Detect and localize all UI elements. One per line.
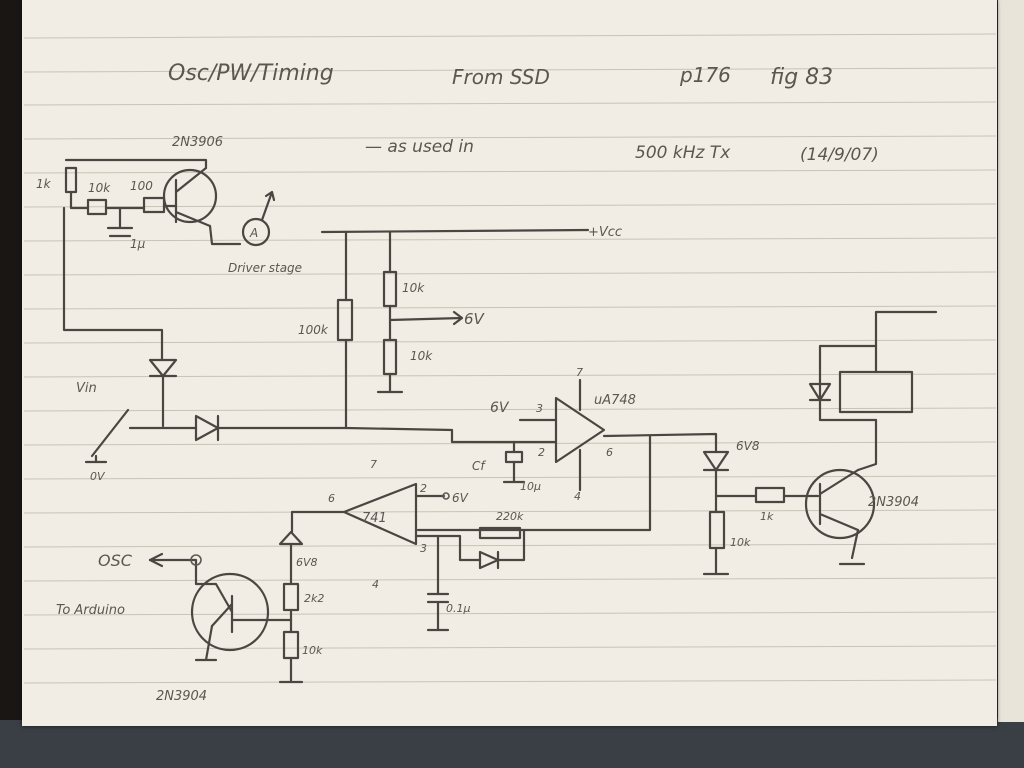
- label-6v-b: 6V: [452, 491, 469, 505]
- label-741-pin2: 2: [420, 482, 427, 495]
- cap-cf: [504, 450, 524, 464]
- desk-surface: [0, 718, 1024, 768]
- next-page-edge: [998, 0, 1024, 722]
- header-subtitle: — as used in: [365, 137, 474, 157]
- transistor-2n3904-bottom: [190, 572, 270, 652]
- label-10k-div-top: 10k: [402, 281, 425, 295]
- label-10u-b: 10µ: [520, 480, 541, 493]
- notebook-cover: [0, 0, 24, 720]
- input-section: Vin 0V: [76, 358, 558, 483]
- label-2n3904-bottom: 2N3904: [156, 689, 207, 704]
- header-title-left: Osc/PW/Timing: [168, 61, 334, 86]
- ammeter: [241, 217, 271, 247]
- label-10k-div-bot: 10k: [410, 349, 433, 363]
- header-title-source: From SSD: [452, 65, 550, 89]
- resistor-2k2: [282, 582, 300, 612]
- label-10k-c: 10k: [302, 644, 323, 657]
- label-1k-b: 1k: [760, 510, 774, 523]
- label-1u-a: 1µ: [130, 237, 146, 251]
- resistor-10k-div-top: [382, 270, 398, 308]
- notebook-page: [22, 0, 997, 726]
- relay-coil: [838, 370, 914, 414]
- label-6v-div: 6V: [464, 310, 486, 328]
- label-741-pin6: 6: [328, 492, 335, 505]
- resistor-1k-b: [754, 486, 786, 504]
- resistor-10k-div-bot: [382, 338, 398, 376]
- label-100: 100: [130, 179, 153, 193]
- label-pin3: 3: [536, 402, 543, 415]
- label-0u1: 0.1µ: [446, 602, 471, 615]
- opamp-741: 741 6 2 7 3 4 6V 220k 0.1µ 6V8 2k2 10k: [260, 458, 526, 684]
- supply-divider: +Vcc 100k 6V 10k 10k: [298, 225, 622, 430]
- label-741-pin3: 3: [420, 542, 427, 555]
- label-10k-d: 10k: [730, 536, 751, 549]
- label-2n3904-right: 2N3904: [868, 495, 919, 510]
- label-pin6: 6: [606, 446, 613, 459]
- label-10k-a: 10k: [88, 181, 111, 195]
- label-pin7: 7: [576, 366, 583, 379]
- label-cf: Cf: [472, 459, 486, 473]
- header-title-fig: fig 83: [770, 65, 833, 90]
- label-ua748: uA748: [594, 393, 636, 408]
- ruled-lines: [23, 33, 997, 684]
- transistor-2n3904-right: [804, 468, 876, 540]
- label-to-arduino: To Arduino: [56, 603, 125, 618]
- label-vin: Vin: [76, 381, 97, 396]
- label-driver-stage: Driver stage: [228, 261, 302, 275]
- label-trim-1k: 1k: [36, 177, 52, 191]
- driver-stage: A 2N3906 1k 10k 100 1µ Driver stage: [36, 135, 302, 362]
- relay-driver: 6V8 1k 10k 2N3904: [702, 310, 938, 576]
- pot-100k: [336, 298, 354, 342]
- header-subtitle-date: (14/9/07): [800, 145, 879, 165]
- label-vcc: +Vcc: [588, 225, 622, 240]
- resistor-100: [142, 196, 166, 214]
- resistor-10k-c: [282, 630, 300, 660]
- label-741-pin4: 4: [372, 578, 379, 591]
- label-2k2: 2k2: [304, 592, 324, 605]
- label-pin4: 4: [574, 490, 581, 503]
- transistor-2n3906: [162, 168, 218, 224]
- resistor-220k: [478, 526, 522, 540]
- opamp-ua748: 6V 3 2 7 6 4 uA748 Cf 10µ: [416, 366, 718, 532]
- label-741: 741: [362, 511, 387, 526]
- label-220k: 220k: [496, 510, 524, 523]
- resistor-10k-d: [708, 510, 726, 550]
- header-title-page: p176: [679, 63, 731, 87]
- label-pin2: 2: [538, 446, 545, 459]
- header-subtitle-device: 500 kHz Tx: [635, 143, 731, 163]
- trimmer-1k: [64, 166, 78, 194]
- label-6v8-b: 6V8: [736, 439, 760, 453]
- meter-label: A: [249, 226, 258, 240]
- label-2n3906: 2N3906: [172, 135, 223, 150]
- label-741-pin7: 7: [370, 458, 377, 471]
- label-pot-100k: 100k: [298, 323, 329, 337]
- label-0v-a: 0V: [90, 470, 106, 483]
- osc-output-stage: OSC To Arduino 2N3904: [56, 551, 270, 704]
- label-6v-in: 6V: [490, 400, 510, 416]
- label-osc: OSC: [98, 551, 133, 570]
- label-6v8-a: 6V8: [296, 556, 318, 569]
